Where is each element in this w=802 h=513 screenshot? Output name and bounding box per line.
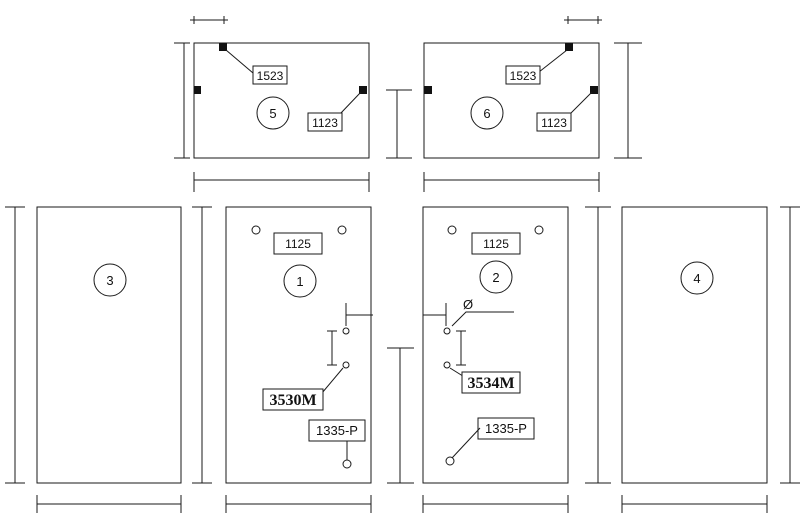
lock-hole [443, 327, 451, 335]
tag-box [308, 419, 366, 442]
lock-tag-label: 3534M [467, 375, 514, 392]
tag-box [477, 417, 535, 440]
tag-label: 1523 [257, 69, 284, 83]
lock-hole [443, 361, 451, 369]
fastener-marker [590, 86, 598, 94]
tag-box [273, 232, 323, 255]
tag-label: 1335-P [485, 421, 527, 436]
mounting-hole [447, 225, 457, 235]
tag-box [262, 388, 324, 411]
tag-box [307, 112, 343, 132]
panel-3: 3 [5, 206, 182, 513]
mounting-hole [342, 459, 352, 469]
panel-number: 2 [492, 270, 499, 285]
panel-number: 5 [269, 106, 276, 121]
panel-2: 1125 2 Ø 3534M 1335-P [422, 206, 611, 513]
tag-label: 1125 [483, 237, 509, 251]
panel-number-circle [680, 261, 714, 295]
tag-label: 1125 [285, 237, 311, 251]
fastener-marker [424, 86, 432, 94]
tag-label: 1123 [541, 116, 567, 130]
mounting-hole [445, 456, 455, 466]
panel-number: 6 [483, 106, 490, 121]
tag-box [471, 232, 521, 255]
tag-box [536, 112, 572, 132]
lock-hole [342, 361, 350, 369]
tag-box [252, 65, 288, 85]
mounting-hole [337, 225, 347, 235]
lock-tag-label: 3530M [269, 392, 316, 409]
panel-number-circle [256, 96, 290, 130]
panel-number: 4 [693, 271, 700, 286]
lock-hole [342, 327, 350, 335]
mounting-hole [251, 225, 261, 235]
panel-number-circle [283, 264, 317, 298]
tag-box [461, 371, 521, 394]
mounting-hole [534, 225, 544, 235]
panel-5: 5 1523 1123 [174, 42, 412, 192]
tag-label: 1523 [510, 69, 537, 83]
fastener-marker [219, 43, 227, 51]
tag-box [505, 65, 541, 85]
fastener-marker [565, 43, 573, 51]
panel-6: 6 1523 1123 [423, 42, 642, 192]
fastener-marker [194, 86, 201, 94]
panel-4: 4 [621, 206, 800, 513]
panel-number-circle [93, 263, 127, 297]
tag-label: 1335-P [316, 423, 358, 438]
panel-1: 1125 1 3530M 1335-P [192, 206, 414, 513]
top-dimension-marks [190, 16, 602, 24]
fastener-marker [359, 86, 367, 94]
panel-number: 1 [296, 274, 303, 289]
panel-number-circle [479, 260, 513, 294]
panel-number: 3 [106, 273, 113, 288]
panel-number-circle [470, 96, 504, 130]
diameter-symbol: Ø [463, 297, 473, 312]
tag-label: 1123 [312, 116, 338, 130]
